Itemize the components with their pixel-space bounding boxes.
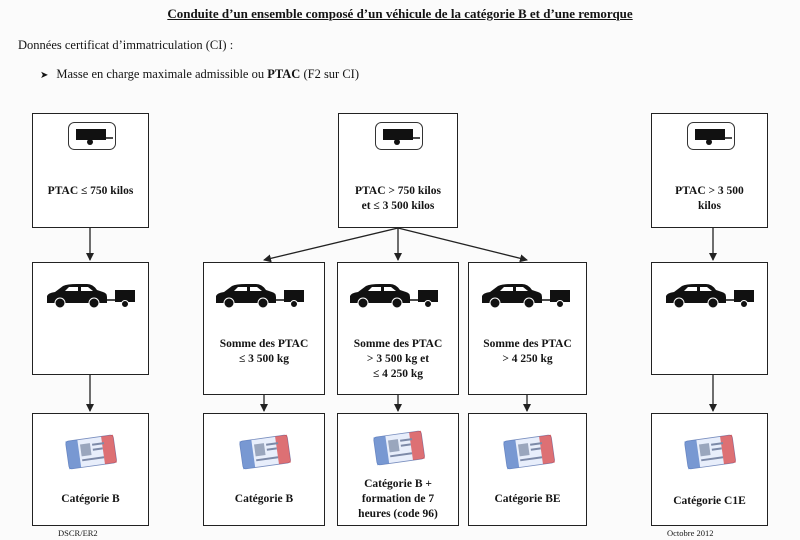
trailer-icon	[375, 122, 423, 150]
license-m2-line3: heures (code 96)	[358, 508, 438, 520]
license-box-m1: Catégorie B	[203, 413, 325, 526]
trailer-right-line2: kilos	[697, 200, 721, 212]
combo-box-right	[651, 262, 768, 375]
footer-right: Octobre 2012	[667, 528, 714, 538]
combo-box-m3: Somme des PTAC > 4 250 kg	[468, 262, 587, 395]
license-box-m3: Catégorie BE	[468, 413, 587, 526]
car-with-trailer-icon	[350, 284, 438, 309]
license-right-line1: Catégorie C1E	[673, 495, 746, 507]
combo-m1-line1: Somme des PTAC	[219, 338, 309, 350]
license-box-right: Catégorie C1E	[651, 413, 768, 526]
bullet-arrow-icon: ➤	[40, 70, 49, 81]
car-with-trailer-icon	[47, 284, 135, 309]
license-m1-line1: Catégorie B	[234, 493, 294, 505]
arrow-middle-to-m3	[397, 227, 528, 263]
trailer-box-left: PTAC ≤ 750 kilos	[32, 113, 149, 228]
trailer-left-line1: PTAC ≤ 750 kilos	[47, 185, 134, 197]
combo-m2-line3: ≤ 4 250 kg	[372, 368, 424, 380]
trailer-icon	[68, 122, 116, 150]
car-with-trailer-icon	[482, 284, 570, 309]
trailer-middle-line2: et ≤ 3 500 kilos	[361, 200, 435, 212]
page-title: Conduite d’un ensemble composé d’un véhi…	[167, 6, 633, 21]
trailer-right-line1: PTAC > 3 500	[675, 185, 744, 197]
combo-m2-line2: > 3 500 kg et	[366, 353, 430, 365]
license-left-line1: Catégorie B	[61, 493, 120, 505]
combo-m3-line1: Somme des PTAC	[483, 338, 572, 350]
license-m3-line1: Catégorie BE	[494, 493, 561, 505]
combo-m3-line2: > 4 250 kg	[502, 353, 553, 365]
license-m2-line2: formation de 7	[361, 493, 435, 505]
license-box-left: Catégorie B	[32, 413, 149, 526]
combo-box-m1: Somme des PTAC ≤ 3 500 kg	[203, 262, 325, 395]
car-with-trailer-icon	[666, 284, 754, 309]
license-m2-line1: Catégorie B +	[364, 478, 432, 490]
driving-license-card-icon	[373, 430, 425, 466]
intro-text: Données certificat d’immatriculation (CI…	[18, 38, 234, 52]
combo-box-m2: Somme des PTAC > 3 500 kg et ≤ 4 250 kg	[337, 262, 459, 395]
car-with-trailer-icon	[216, 284, 304, 309]
combo-m1-line2: ≤ 3 500 kg	[238, 353, 290, 365]
combo-m2-line1: Somme des PTAC	[353, 338, 443, 350]
bullet-ptac: ➤Masse en charge maximale admissible ou …	[40, 67, 360, 81]
combo-box-left	[32, 262, 149, 375]
driving-license-card-icon	[684, 434, 736, 470]
driving-license-card-icon	[239, 434, 291, 470]
driving-license-card-icon	[503, 434, 555, 470]
footer-left: DSCR/ER2	[58, 528, 98, 538]
arrow-middle-to-m1	[263, 227, 399, 263]
driving-license-card-icon	[65, 434, 117, 470]
trailer-box-right: PTAC > 3 500 kilos	[651, 113, 768, 228]
trailer-middle-line1: PTAC > 750 kilos	[355, 185, 441, 197]
trailer-icon	[687, 122, 735, 150]
trailer-box-middle: PTAC > 750 kilos et ≤ 3 500 kilos	[338, 113, 458, 228]
license-box-m2: Catégorie B + formation de 7 heures (cod…	[337, 413, 459, 526]
